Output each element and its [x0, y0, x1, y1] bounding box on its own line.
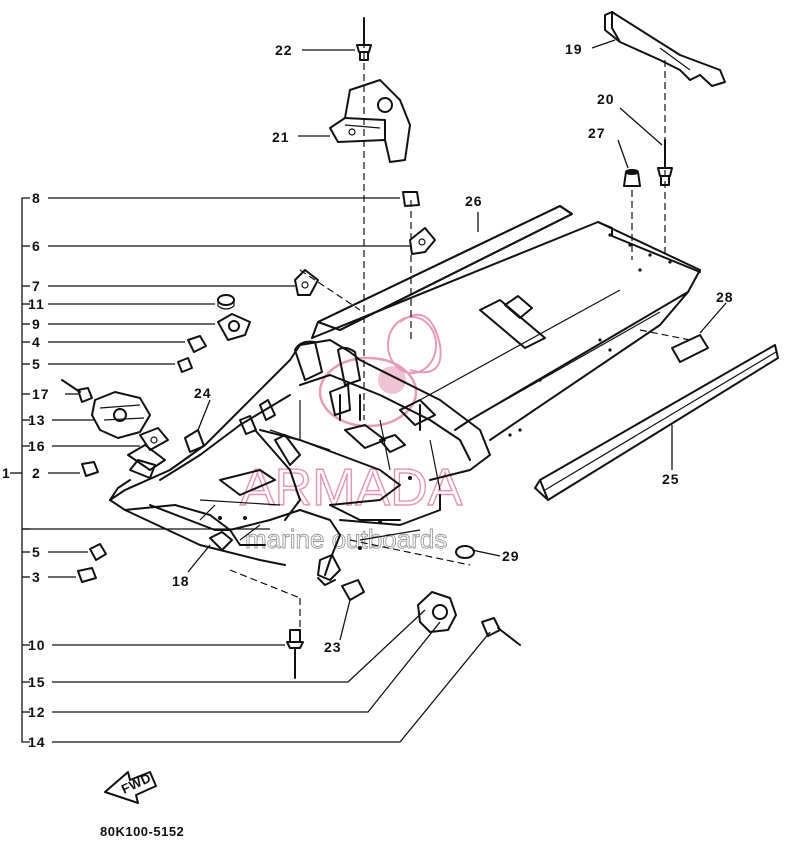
part-10-rivet — [286, 629, 304, 679]
watermark-brand: ARMADA — [240, 459, 463, 517]
part-21-mount-bracket — [329, 79, 411, 163]
part-15-12-rubber-mount — [417, 591, 457, 633]
callout-18: 18 — [172, 573, 190, 589]
part-18-end — [209, 531, 233, 551]
part-2-nut — [81, 461, 99, 477]
part-11-washer — [217, 294, 235, 310]
callout-15: 15 — [28, 674, 46, 690]
callout-4: 4 — [32, 334, 41, 350]
group-bracket-1 — [10, 197, 30, 743]
callout-19: 19 — [565, 41, 583, 57]
callout-21: 21 — [272, 129, 290, 145]
callout-9: 9 — [32, 316, 41, 332]
part-5-collar-lower — [89, 543, 107, 561]
part-4-nut — [187, 335, 207, 353]
watermark: ARMADA marine outboards — [239, 313, 463, 554]
callout-20: 20 — [597, 91, 615, 107]
leader-lines — [22, 39, 727, 743]
part-23-clip — [341, 579, 365, 601]
callout-numbers: 22 21 19 20 27 26 28 25 8 6 7 11 9 4 5 1… — [2, 41, 734, 750]
callout-14: 14 — [28, 734, 46, 750]
callout-25: 25 — [662, 471, 680, 487]
callout-12: 12 — [28, 704, 46, 720]
callout-28: 28 — [716, 289, 734, 305]
callout-26: 26 — [465, 193, 483, 209]
callout-23: 23 — [324, 639, 342, 655]
callout-7: 7 — [32, 278, 41, 294]
part-5-collar-upper — [177, 357, 193, 373]
part-20-rivet — [657, 139, 673, 186]
part-8-nut — [402, 191, 420, 207]
callout-8: 8 — [32, 190, 41, 206]
part-27-cap — [623, 169, 641, 187]
callout-13: 13 — [28, 412, 46, 428]
part-17-bolt — [61, 379, 93, 403]
part-9-mount — [217, 313, 251, 341]
callout-3: 3 — [32, 569, 41, 585]
callout-5-upper: 5 — [32, 356, 41, 372]
callout-10: 10 — [28, 637, 46, 653]
watermark-tagline: marine outboards — [245, 524, 447, 554]
callout-2: 2 — [32, 465, 41, 481]
callout-5-lower: 5 — [32, 544, 41, 560]
callout-29: 29 — [502, 548, 520, 564]
part-16-mount-plate — [139, 427, 169, 451]
fwd-label: FWD — [119, 770, 154, 797]
part-29-cap — [455, 545, 475, 559]
part-25-side-rail — [534, 344, 779, 501]
drawing-code: 80K100-5152 — [100, 824, 184, 839]
part-19-rear-bracket — [604, 11, 726, 87]
part-28-plate — [671, 334, 709, 363]
part-14-bolt — [481, 617, 521, 646]
part-13-rubber-mount — [91, 391, 151, 439]
part-26-side-rail — [317, 205, 573, 331]
callout-17: 17 — [32, 386, 50, 402]
part-6-clip — [409, 227, 436, 255]
callout-11: 11 — [28, 296, 45, 312]
part-24-bracket — [184, 429, 205, 453]
part-3-nut — [77, 567, 97, 583]
callout-6: 6 — [32, 238, 41, 254]
part-22-rivet — [356, 17, 372, 61]
callout-1: 1 — [2, 465, 11, 481]
part-7-bracket — [294, 269, 319, 296]
chassis-frame — [109, 205, 701, 586]
callout-27: 27 — [588, 125, 606, 141]
fwd-arrow-icon: FWD — [104, 770, 157, 804]
assembly-dashed-lines — [229, 30, 691, 640]
rivet-dots — [508, 233, 672, 437]
callout-22: 22 — [275, 42, 293, 58]
callout-16: 16 — [28, 438, 46, 454]
callout-24: 24 — [194, 385, 212, 401]
